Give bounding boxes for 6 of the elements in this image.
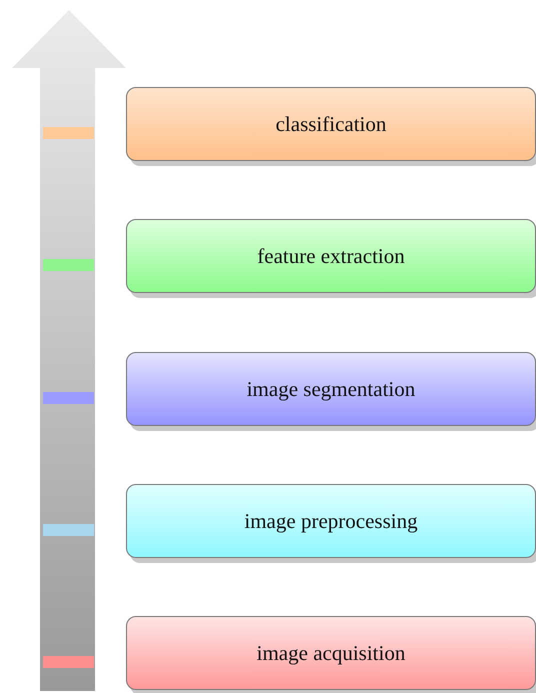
step-label: image segmentation: [246, 376, 416, 402]
process-box: [126, 616, 536, 690]
step-label: classification: [276, 112, 386, 136]
step-label: image preprocessing: [244, 508, 418, 534]
step-label: image acquisition: [256, 640, 406, 666]
step-label: feature extraction: [257, 244, 405, 268]
